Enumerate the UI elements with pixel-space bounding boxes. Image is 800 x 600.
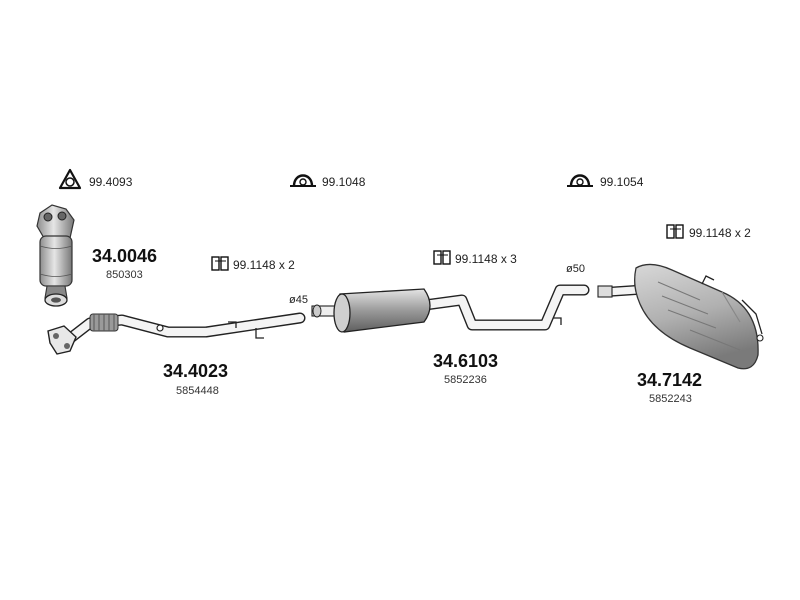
- middle-silencer: [311, 284, 590, 333]
- rear-silencer: [597, 263, 764, 370]
- part-number: 34.0046: [92, 246, 158, 266]
- rubber-mount-icon: [666, 224, 684, 239]
- rubber-mount-icon: [211, 256, 229, 271]
- mounting-label: 99.1148 x 2: [233, 258, 295, 272]
- clamp-code: 99.4093: [89, 175, 133, 189]
- rubber-mount-icon: [433, 250, 451, 265]
- clamp-code: 99.1048: [322, 175, 366, 189]
- part-number: 34.7142: [637, 370, 703, 390]
- oem-number: 5854448: [176, 385, 219, 397]
- oem-number: 5852236: [444, 374, 487, 386]
- flange-gasket-icon: [58, 168, 82, 190]
- pipe-diameter: ø45: [289, 294, 308, 306]
- part-number: 34.4023: [163, 361, 229, 381]
- u-clamp-icon: [290, 174, 316, 187]
- part-number: 34.6103: [433, 351, 499, 371]
- clamp-code: 99.1054: [600, 175, 644, 189]
- front-pipe: [47, 312, 306, 355]
- pipe-diameter: ø50: [566, 263, 585, 275]
- oem-number: 850303: [106, 269, 143, 281]
- mounting-label: 99.1148 x 2: [689, 226, 751, 240]
- oem-number: 5852243: [649, 393, 692, 405]
- mounting-label: 99.1148 x 3: [455, 252, 517, 266]
- u-clamp-icon: [567, 174, 593, 187]
- catalytic-converter: [36, 204, 75, 307]
